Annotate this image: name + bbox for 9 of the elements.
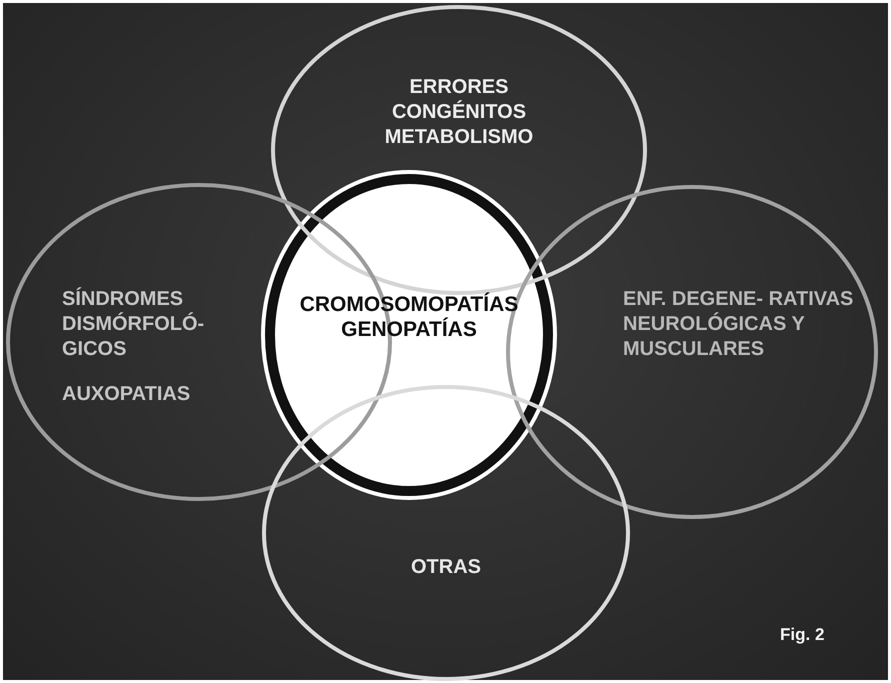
circle-label: AUXOPATIAS (62, 382, 192, 407)
circle-label: CROMOSOMOPATÍAS GENOPATÍAS (298, 292, 520, 342)
overlapping-circle (262, 385, 630, 681)
circle-label: ERRORES CONGÉNITOS METABOLISMO (384, 75, 534, 150)
figure-number: Fig. 2 (780, 625, 824, 645)
circle-label: OTRAS (410, 555, 482, 580)
circle-label: ENF. DEGENE- RATIVAS NEUROLÓGICAS Y MUSCULARES (623, 287, 854, 362)
central-circle (261, 170, 557, 500)
circle-label: SÍNDROMES DISMÓRFOLÓ- GICOS (62, 287, 202, 362)
